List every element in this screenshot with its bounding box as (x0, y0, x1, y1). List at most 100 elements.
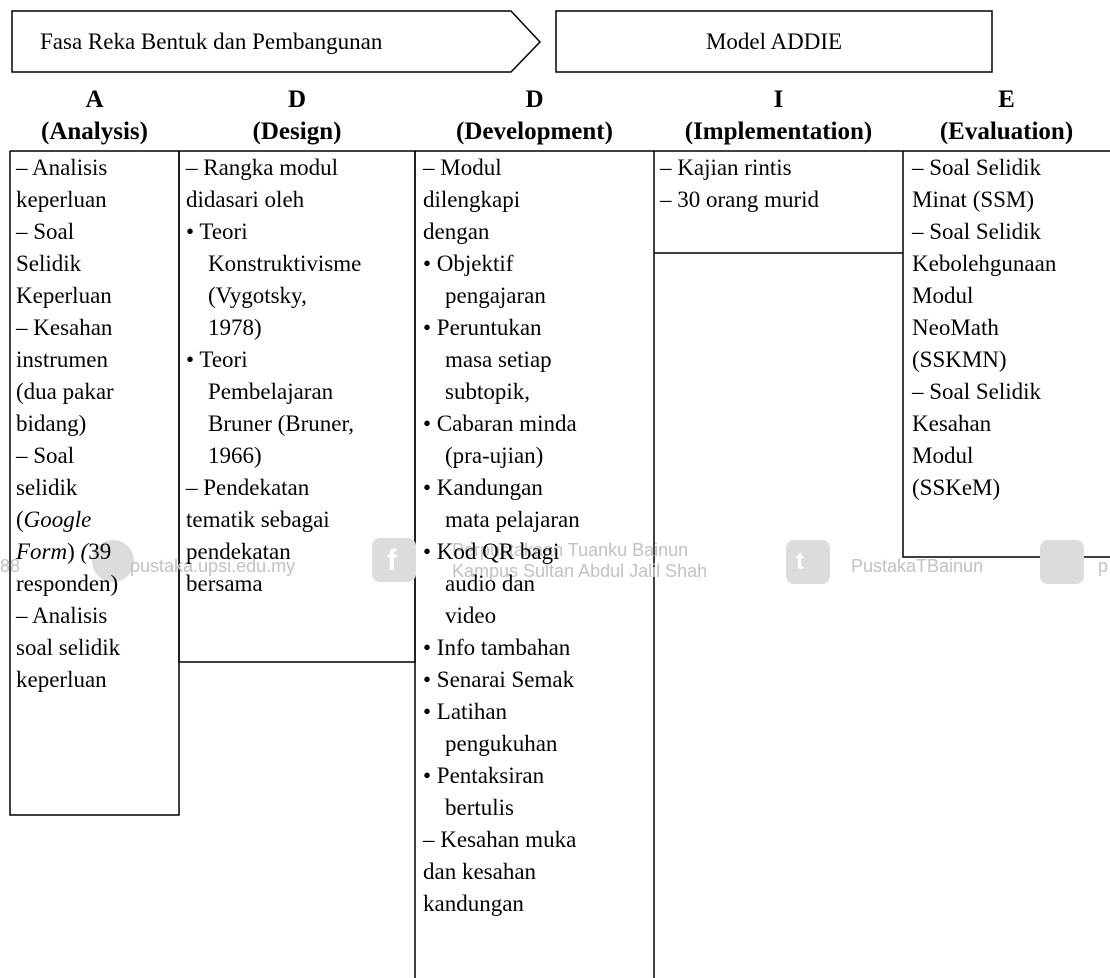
content-line: bidang) (16, 411, 87, 436)
watermark-text-c: PustakaTBainun (851, 556, 984, 576)
content-line: Bruner (Bruner, (208, 411, 354, 436)
content-line: (pra-ujian) (445, 443, 544, 468)
phase-heading-evaluation: E (Evaluation) (903, 82, 1110, 150)
phase-letter: I (773, 86, 784, 113)
content-line: • Peruntukan (423, 315, 542, 340)
content-line: selidik (16, 475, 78, 500)
content-line: (SSKeM) (912, 475, 1001, 500)
content-line: Kesahan (912, 411, 992, 436)
content-line: masa setiap (445, 347, 552, 372)
content-line: Minat (SSM) (912, 187, 1035, 212)
content-line: video (445, 603, 497, 628)
content-line: (dua pakar (16, 379, 114, 404)
content-line: – Kesahan (16, 315, 113, 340)
implementation-content: – Kajian rintis – 30 orang murid (660, 152, 902, 216)
watermark-prefix: 88 (0, 556, 21, 576)
content-line: (Vygotsky, (208, 283, 307, 308)
content-line: Kebolehgunaan (912, 251, 1057, 276)
content-line: responden) (16, 571, 119, 596)
content-line: – Analisis (16, 155, 108, 180)
phase-name: (Implementation) (684, 118, 873, 145)
phase-heading-analysis: A (Analysis) (10, 82, 179, 150)
content-line: Konstruktivisme (208, 251, 362, 276)
content-line: – Soal Selidik (912, 379, 1042, 404)
phase-name: (Analysis) (41, 118, 148, 145)
content-line: bersama (186, 571, 263, 596)
content-line: pengukuhan (445, 731, 558, 756)
content-line: – Soal (16, 219, 75, 244)
content-line: kandungan (423, 891, 524, 916)
content-line: • Teori (186, 347, 248, 372)
model-label: Model ADDIE (705, 29, 843, 54)
watermark-text-b: Kampus Sultan Abdul Jalil Shah (452, 561, 708, 581)
content-line: – Soal (16, 443, 75, 468)
content-line: – Pendekatan (186, 475, 310, 500)
content-line: – Soal Selidik (912, 155, 1042, 180)
content-line: – Analisis (16, 603, 108, 628)
phase-heading-implementation: I (Implementation) (654, 82, 903, 150)
watermark-text-a: Perpustakaan Tuanku Bainun (452, 540, 689, 560)
content-line: keperluan (16, 667, 107, 692)
content-line: – Kajian rintis (660, 155, 792, 180)
content-line: (SSKMN) (912, 347, 1007, 372)
content-line: • Teori (186, 219, 248, 244)
phase-letter: D (287, 86, 307, 113)
content-line: pengajaran (445, 283, 546, 308)
content-line: – Rangka modul (186, 155, 339, 180)
phase-name: (Evaluation) (939, 118, 1074, 145)
content-line: • Senarai Semak (423, 667, 575, 692)
content-line: dilengkapi (423, 187, 521, 212)
development-content: – Modul dilengkapi dengan • Objektif pengaja… (423, 152, 653, 920)
content-line: • Info tambahan (423, 635, 571, 660)
content-line: – Soal Selidik (912, 219, 1042, 244)
content-line: • Kandungan (423, 475, 543, 500)
content-line: keperluan (16, 187, 107, 212)
content-line: (Google (16, 507, 92, 532)
phase-name: (Development) (456, 118, 613, 145)
content-line: pendekatan (186, 539, 291, 564)
model-box (555, 10, 993, 73)
watermark-logo-icon (92, 540, 134, 582)
twitter-icon: t (786, 540, 830, 584)
content-line: dengan (423, 219, 490, 244)
content-line: soal selidik (16, 635, 121, 660)
content-line: NeoMath (912, 315, 999, 340)
content-line: tematik sebagai (186, 507, 330, 532)
content-line: • Cabaran minda (423, 411, 577, 436)
watermark-suffix: p (1098, 556, 1109, 576)
phase-letter: D (525, 86, 544, 113)
content-line: didasari oleh (186, 187, 305, 212)
content-line: Keperluan (16, 283, 112, 308)
phase-heading-development: D (Development) (415, 82, 654, 150)
content-line: – Modul (423, 155, 502, 180)
facebook-icon: f (372, 538, 416, 582)
content-line: dan kesahan (423, 859, 537, 884)
content-line: Modul (912, 283, 974, 308)
phase-letter: E (998, 86, 1015, 113)
content-line: instrumen (16, 347, 108, 372)
content-line: – 30 orang murid (660, 187, 820, 212)
phase-arrow-box (11, 10, 542, 73)
content-line: mata pelajaran (445, 507, 580, 532)
phase-letter: A (85, 86, 104, 113)
content-line: bertulis (445, 795, 514, 820)
content-line: audio dan (445, 571, 536, 596)
instagram-icon (1040, 540, 1084, 584)
content-line: 1966) (208, 443, 262, 468)
content-line: – Kesahan muka (423, 827, 577, 852)
content-line: Form) (39 (16, 539, 112, 564)
content-line: Pembelajaran (208, 379, 334, 404)
content-line: 1978) (208, 315, 262, 340)
content-line: • Pentaksiran (423, 763, 545, 788)
watermark-text-d: pustaka.upsi.edu.my (130, 556, 296, 576)
content-line: • Objektif (423, 251, 514, 276)
content-line: subtopik, (445, 379, 530, 404)
content-line: Modul (912, 443, 974, 468)
content-line: • Latihan (423, 699, 508, 724)
content-line: Selidik (16, 251, 82, 276)
phase-label: Fasa Reka Bentuk dan Pembangunan (40, 29, 383, 54)
